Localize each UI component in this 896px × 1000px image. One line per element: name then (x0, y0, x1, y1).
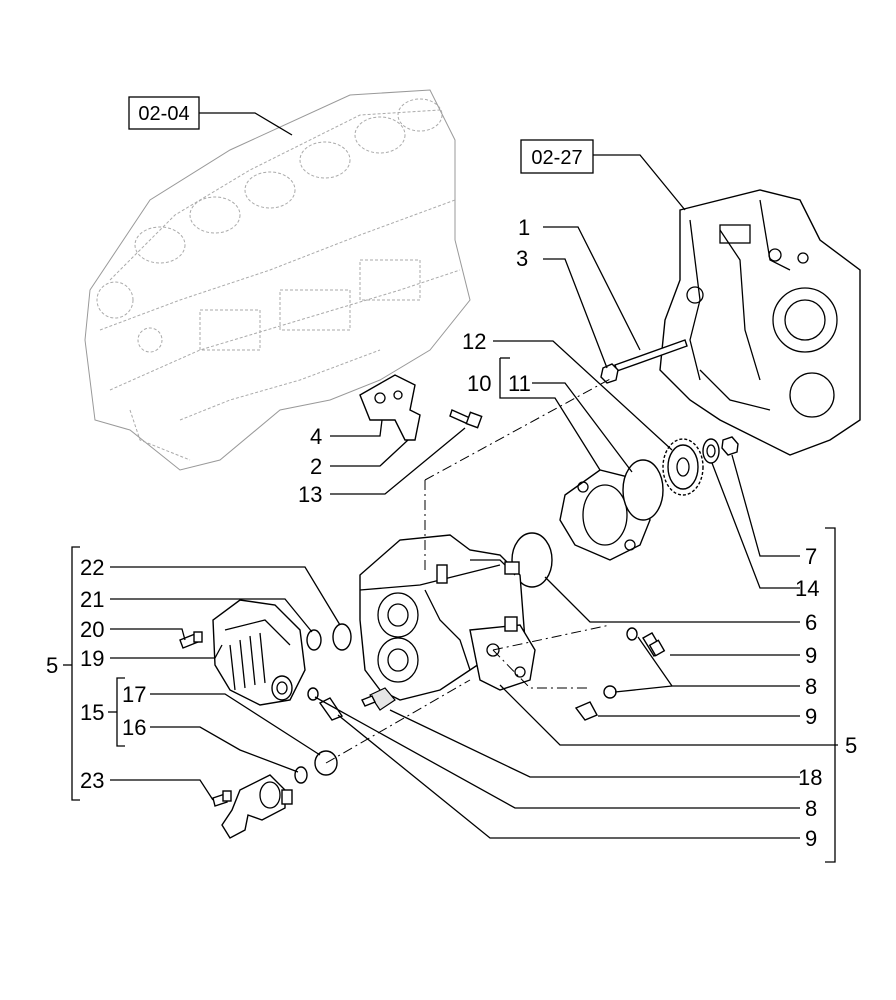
bracket-part (359, 374, 421, 441)
callout-8-a: 8 (805, 674, 817, 699)
callout-13: 13 (298, 482, 322, 507)
callout-17: 17 (122, 682, 146, 707)
reference-02-27: 02-27 (520, 139, 686, 211)
callout-14: 14 (795, 576, 819, 601)
timing-cover-drawing (659, 189, 861, 456)
group-bracket-5-right (825, 527, 836, 863)
callout-12: 12 (462, 329, 486, 354)
screw-20 (179, 631, 203, 649)
callout-16: 16 (122, 715, 146, 740)
callout-7: 7 (805, 544, 817, 569)
callout-3: 3 (516, 246, 528, 271)
engine-block-drawing (84, 89, 471, 471)
callout-4: 4 (310, 424, 322, 449)
reference-02-04-label: 02-04 (138, 103, 189, 125)
leader-lines (110, 226, 838, 839)
drive-gear-12 (662, 438, 704, 496)
callout-1: 1 (518, 215, 530, 240)
screw-23 (212, 790, 232, 807)
callout-20: 20 (80, 617, 104, 642)
group-bracket-15 (108, 677, 125, 747)
group-bracket-5-left (63, 546, 80, 801)
fitting-9-lower (574, 701, 598, 721)
nut-7 (721, 436, 739, 456)
callout-6: 6 (805, 610, 817, 635)
o-ring-6 (511, 532, 553, 588)
o-ring-11 (622, 459, 664, 521)
washer-14 (702, 438, 720, 464)
callout-9-a: 9 (805, 643, 817, 668)
o-ring-21 (306, 629, 322, 651)
reference-02-04: 02-04 (128, 96, 293, 136)
callout-8-b: 8 (805, 796, 817, 821)
callout-5-left: 5 (46, 653, 58, 678)
callout-18: 18 (798, 765, 822, 790)
callout-5-right: 5 (845, 733, 857, 758)
reference-02-27-label: 02-27 (531, 147, 582, 169)
nut-3 (600, 363, 619, 384)
o-ring-8-lower (603, 685, 617, 699)
callouts: 1 3 12 10 11 4 2 13 7 14 6 9 8 9 5 18 8 … (46, 215, 857, 851)
callout-9-b: 9 (805, 704, 817, 729)
o-ring-16 (294, 766, 308, 784)
callout-19: 19 (80, 646, 104, 671)
callout-11: 11 (508, 371, 531, 396)
sensor-18 (361, 687, 396, 711)
callout-15: 15 (80, 700, 104, 725)
solenoid-valve-15 (221, 774, 293, 839)
callout-23: 23 (80, 768, 104, 793)
metering-unit-19 (212, 599, 306, 706)
callout-10: 10 (467, 371, 491, 396)
fitting-9-upper (642, 632, 666, 658)
alignment-lines (325, 377, 613, 764)
callout-9-c: 9 (805, 826, 817, 851)
callout-2: 2 (310, 454, 322, 479)
callout-22: 22 (80, 555, 104, 580)
bolt-13 (449, 409, 483, 429)
o-ring-22 (332, 623, 352, 651)
callout-21: 21 (80, 587, 104, 612)
o-ring-8-upper (626, 627, 638, 641)
high-pressure-pump (359, 534, 536, 701)
